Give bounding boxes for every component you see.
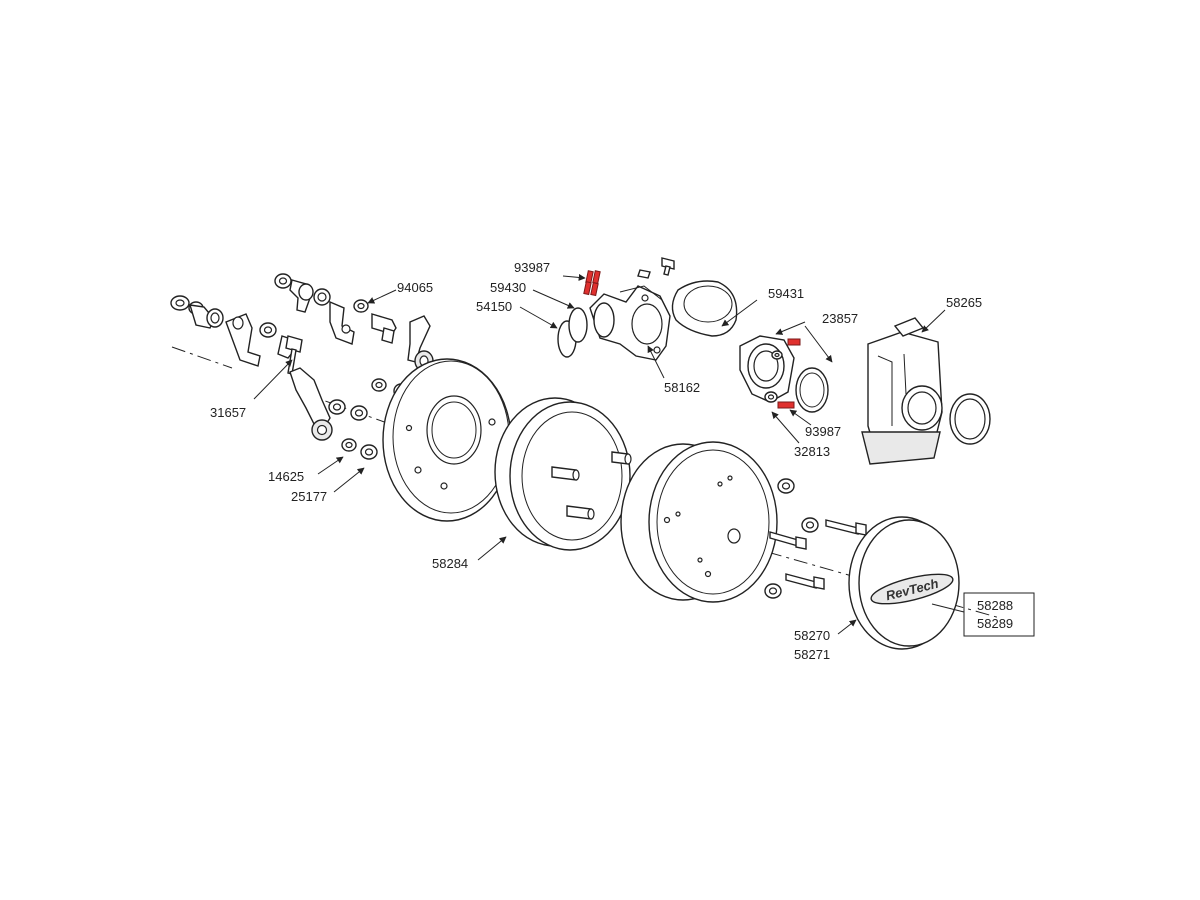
label-58284: 58284 <box>432 556 468 571</box>
label-94065: 94065 <box>397 280 433 295</box>
air-cleaner-spacer <box>494 397 632 551</box>
carb-flange <box>739 335 829 413</box>
backing-plate <box>382 358 512 522</box>
part-number-box <box>963 592 1035 637</box>
label-31657: 31657 <box>210 405 246 420</box>
breather-hardware-left <box>170 273 434 375</box>
label-23857: 23857 <box>822 311 858 326</box>
label-58162: 58162 <box>664 380 700 395</box>
part-number-labels: 93987 59430 54150 94065 59431 23857 5826… <box>210 260 1013 662</box>
label-58289: 58289 <box>977 616 1013 631</box>
label-93987-top: 93987 <box>514 260 550 275</box>
revtech-logo: RevTech <box>870 573 954 605</box>
leader-lines <box>253 273 965 635</box>
cover-bolts <box>764 478 867 599</box>
label-58288: 58288 <box>977 598 1013 613</box>
label-58265: 58265 <box>946 295 982 310</box>
label-93987-right: 93987 <box>805 424 841 439</box>
label-58270: 58270 <box>794 628 830 643</box>
label-25177: 25177 <box>291 489 327 504</box>
gasket <box>671 280 738 337</box>
label-14625: 14625 <box>268 469 304 484</box>
carb-adapter <box>557 257 675 361</box>
label-32813: 32813 <box>794 444 830 459</box>
highlighted-screws <box>583 270 801 409</box>
label-58271: 58271 <box>794 647 830 662</box>
carburetor <box>861 317 991 465</box>
air-filter-element <box>620 441 778 603</box>
label-59430: 59430 <box>490 280 526 295</box>
air-cleaner-cover: RevTech <box>848 516 960 650</box>
label-54150: 54150 <box>476 299 512 314</box>
label-59431: 59431 <box>768 286 804 301</box>
